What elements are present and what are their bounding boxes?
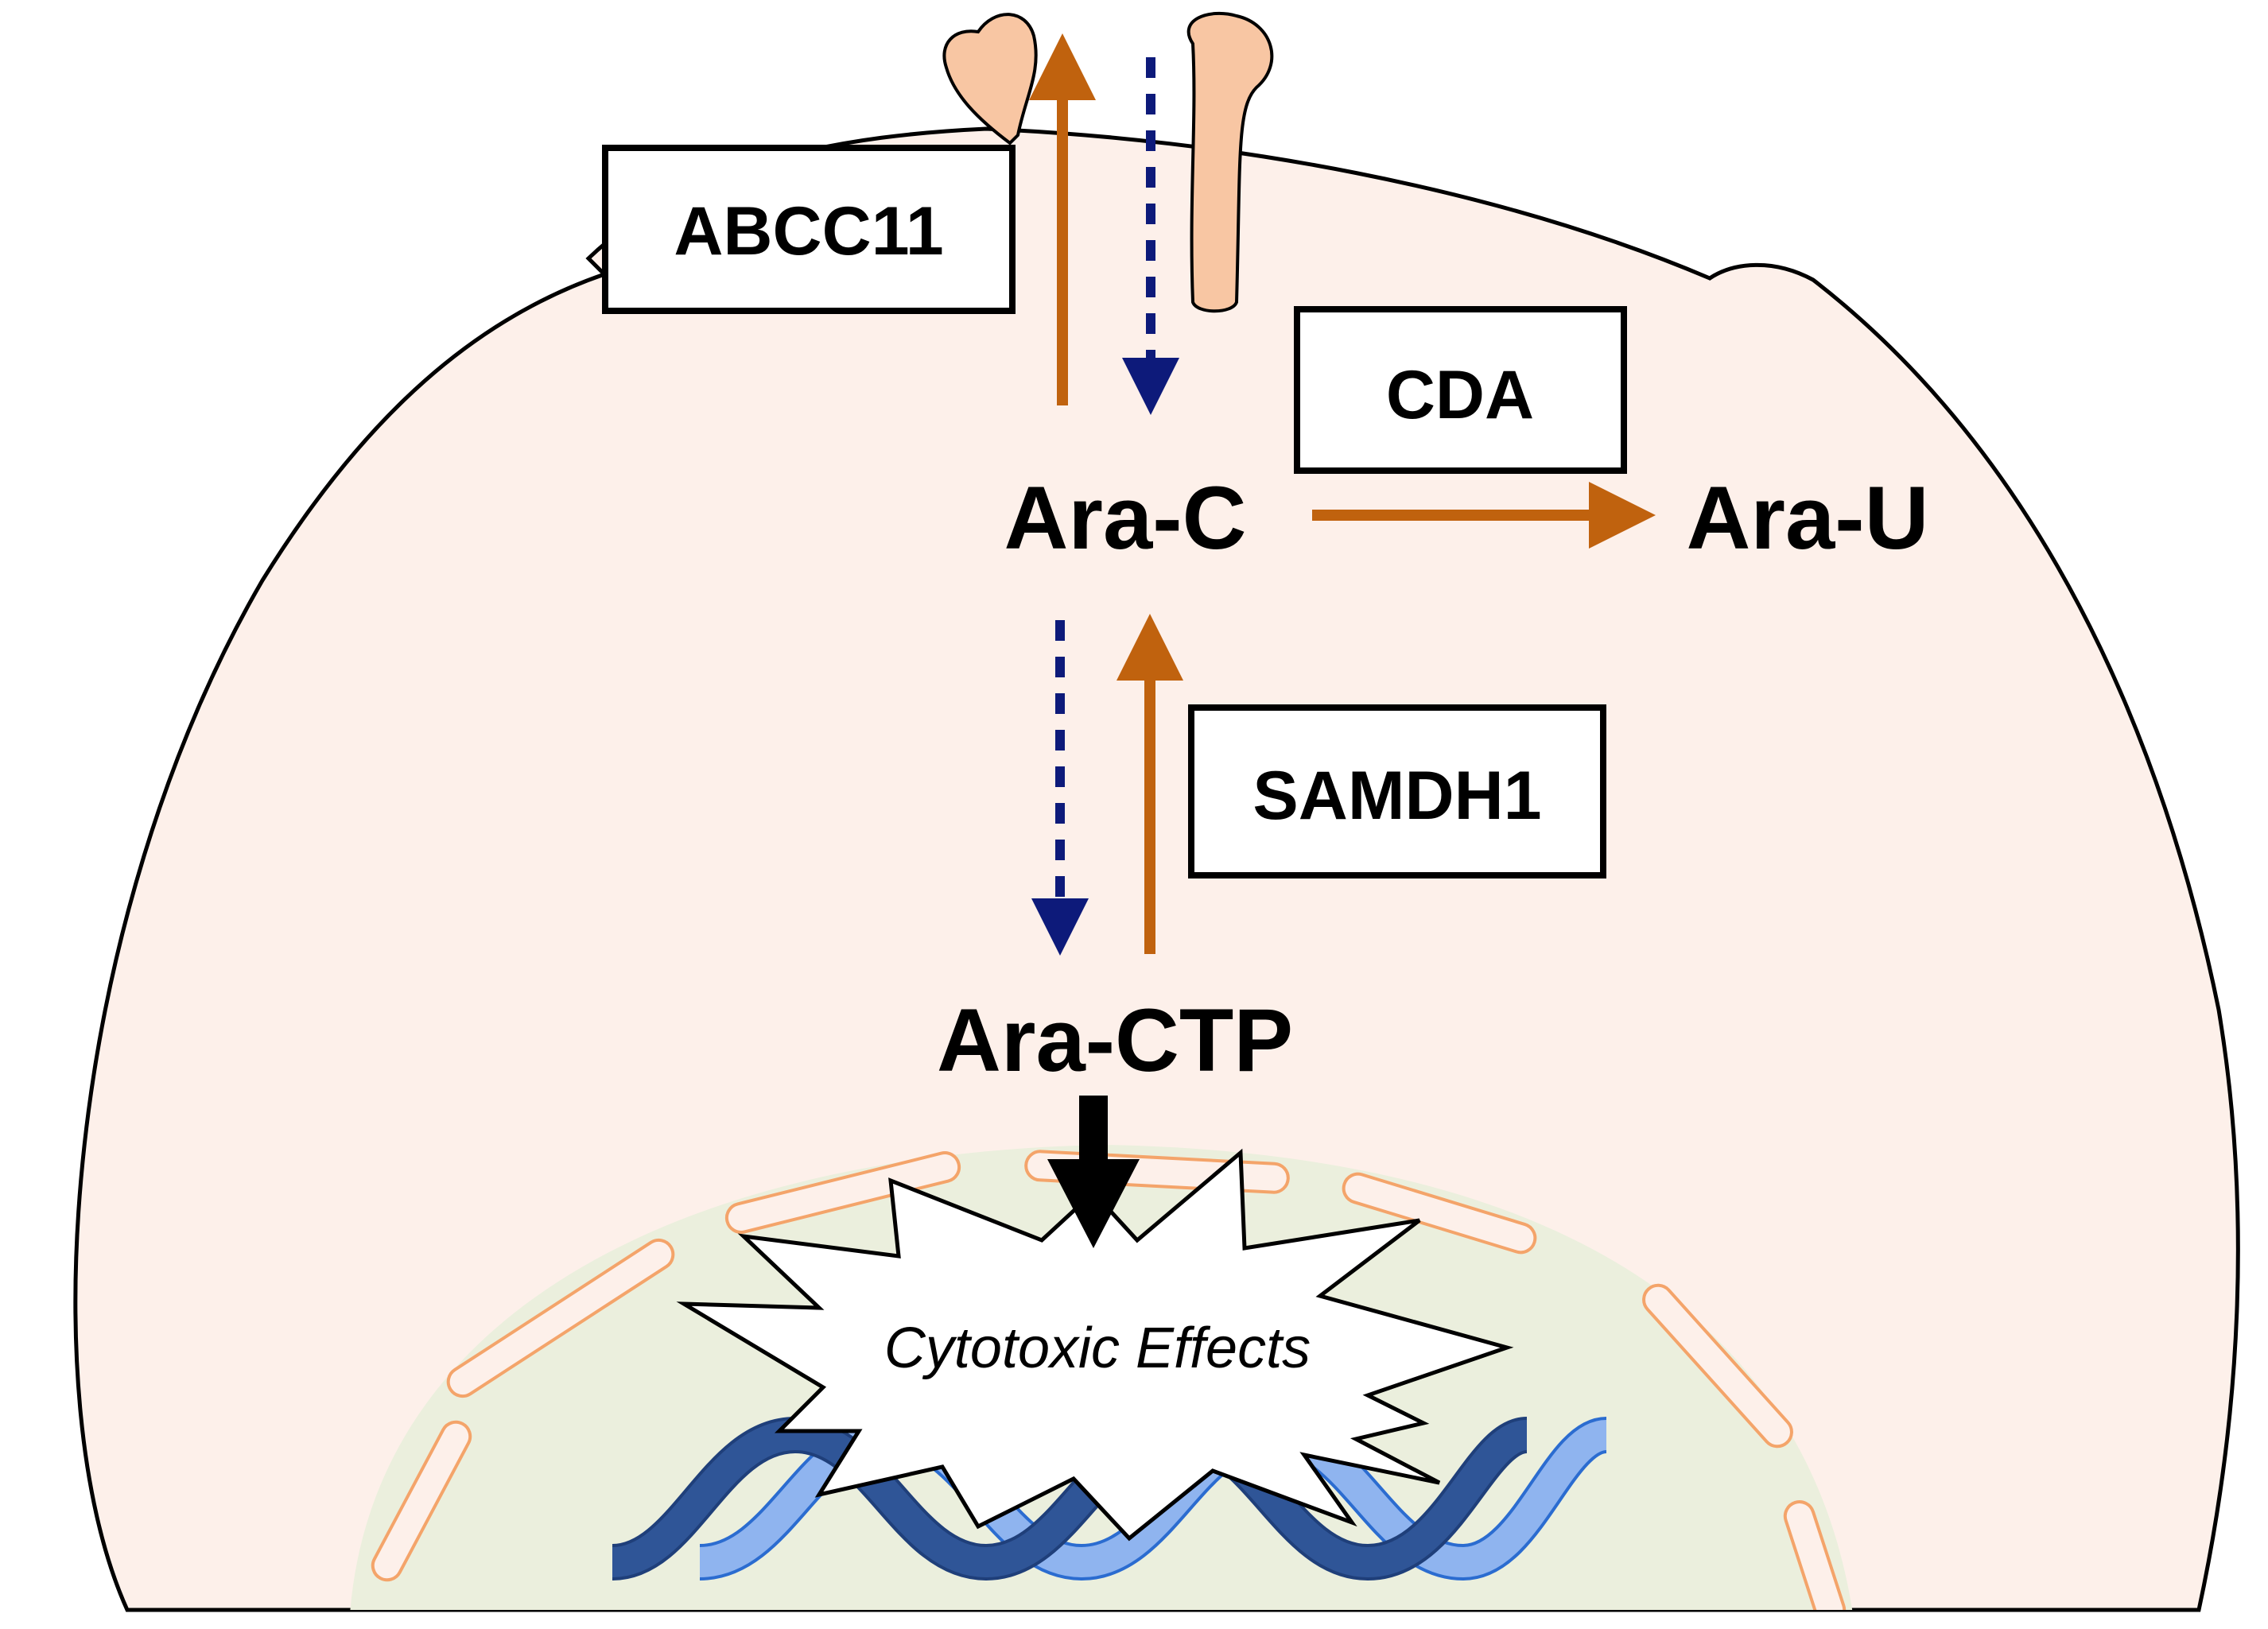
transporter-right-lobe	[1186, 11, 1274, 313]
nuclear-pore-segment	[724, 1151, 961, 1234]
cda-box	[1294, 306, 1627, 474]
abcc11-label: ABCC11	[674, 193, 943, 270]
membrane-transporter	[942, 11, 1274, 313]
nuclear-pore-segment	[446, 1238, 675, 1398]
dna-strand-dark-inner	[611, 1419, 1529, 1578]
cda-label: CDA	[1386, 357, 1534, 433]
samdh1-label: SAMDH1	[1252, 758, 1541, 834]
ara-u-label: Ara-U	[1687, 468, 1929, 568]
enzyme-boxes	[602, 145, 1627, 878]
nuclear-pore-segment	[1783, 1500, 1847, 1610]
dna-incorporation-arrow	[1047, 1096, 1140, 1248]
transporter-left-lobe	[942, 13, 1038, 145]
nuclear-pore-segment	[1642, 1283, 1793, 1449]
ara-ctp-label: Ara-CTP	[937, 991, 1293, 1090]
ara-c-label: Ara-C	[1004, 468, 1247, 568]
abcc11-box	[602, 145, 1016, 314]
cytotoxic-effects-label: Cytotoxic Effects	[884, 1317, 1311, 1380]
cytotoxic-starburst	[676, 1148, 1514, 1542]
samdh1-box	[1188, 704, 1606, 878]
nuclear-pore-segment	[371, 1420, 472, 1582]
nuclear-envelope	[371, 1150, 1847, 1610]
nuclear-pore-segment	[1342, 1172, 1537, 1255]
arrows	[1029, 33, 1656, 1248]
